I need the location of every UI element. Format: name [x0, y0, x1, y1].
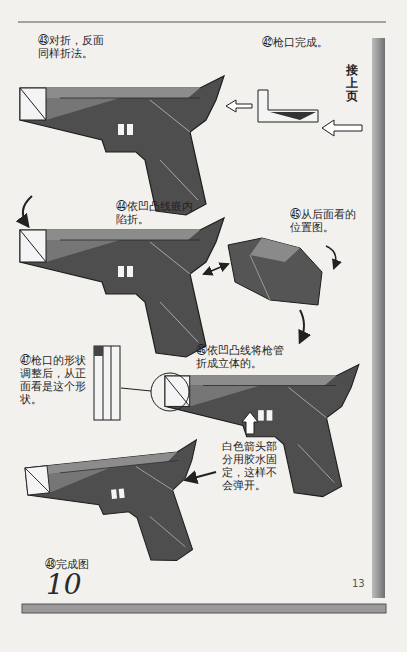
- page-number: 10: [46, 570, 82, 600]
- page-continue-note: 接上页: [346, 64, 358, 104]
- rear-view-face: [250, 238, 300, 262]
- step-instruction: ㊻依凹凸线将枪管折成立体的。: [196, 344, 288, 370]
- page-number: 13: [352, 578, 365, 590]
- step-instruction: ㊷枪口完成。: [262, 36, 332, 49]
- bottom-band: [22, 604, 386, 613]
- muzzle-front-view: [94, 346, 120, 420]
- page-border: [18, 21, 386, 22]
- side-band: [372, 38, 385, 598]
- step-instruction: ㊼枪口的形状调整后，从正面看是这个形状。: [20, 354, 88, 406]
- glue-note: 白色箭头部分用胶水固定，这样不会弹开。: [222, 440, 279, 492]
- gun-step: [165, 365, 359, 497]
- gun-step: [20, 218, 224, 357]
- muzzle-figure: [258, 90, 318, 122]
- rear-view-figure: [228, 238, 322, 305]
- fold-line: [103, 346, 104, 420]
- step-instruction: ㊹依凹凸线嵌内陷折。: [116, 200, 196, 226]
- view-arrow: [204, 264, 228, 274]
- step-arrow: [23, 196, 32, 226]
- gun-step: [20, 76, 224, 215]
- fold-line: [111, 346, 112, 420]
- turn-arrow: [326, 246, 336, 268]
- step-arrow: [226, 100, 252, 112]
- gun-finished: [24, 440, 209, 576]
- detail-circle: [151, 373, 189, 411]
- step-arrow: [300, 310, 304, 342]
- continue-arrow: [322, 120, 362, 136]
- muzzle-shading: [94, 346, 103, 356]
- leader-line: [121, 388, 151, 391]
- step-instruction: ㊸对折，反面同样折法。: [38, 34, 106, 60]
- step-instruction: ㊺从后面看的位置图。: [290, 208, 358, 234]
- glue-arrow: [242, 412, 258, 434]
- step-arrow: [186, 472, 216, 480]
- fold-line: [250, 255, 270, 300]
- muzzle-shading: [270, 112, 316, 120]
